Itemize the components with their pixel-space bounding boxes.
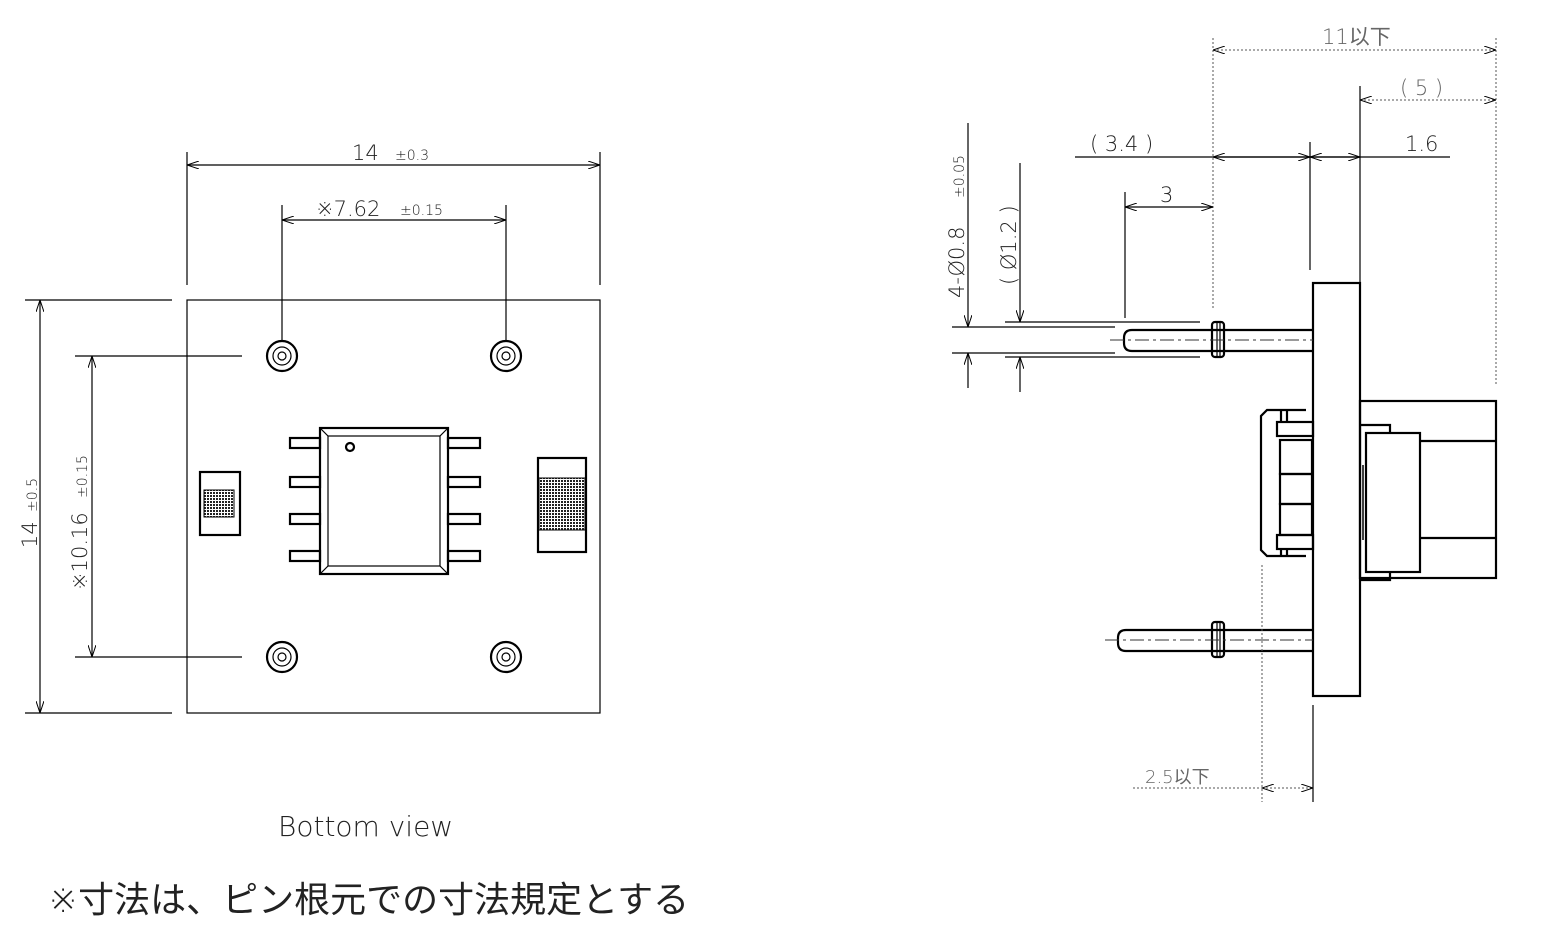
dim-pin-ref-and-flange: ( 3.4 ) 1.6	[1075, 132, 1450, 270]
dim-height-value: 14	[18, 521, 42, 548]
bottom-view: 14 ±0.3 ※7.62 ±0.15 14 ±0.5 ※10.16 ±0.15	[18, 141, 601, 843]
dim-pitch-x-value: ※7.62	[316, 197, 380, 221]
chip-component-left	[198, 470, 242, 537]
pin1-marker	[344, 441, 356, 453]
board-outline	[186, 299, 601, 714]
dim-overall-max: 11以下	[1212, 25, 1497, 385]
dim-flange-value: 1.6	[1405, 132, 1438, 156]
side-view: 11以下 ( 5 ) ( 3.4 ) 1.6 3 4-Ø0.8 ±0.0	[945, 25, 1498, 802]
dim-pitch-x: ※7.62 ±0.15	[281, 197, 507, 340]
pin-top	[1110, 320, 1313, 359]
pin-hole	[265, 640, 299, 674]
dim-shoulder-diameter: ( Ø1.2 )	[997, 163, 1200, 392]
dim-pitch-y-tol: ±0.15	[75, 455, 91, 498]
dimension-note: ※寸法は、ピン根元での寸法規定とする	[48, 880, 689, 921]
dim-pin-diameter-value: 4-Ø0.8	[945, 227, 969, 298]
dim-height-tol: ±0.5	[25, 478, 41, 512]
dim-pitch-y-value: ※10.16	[68, 512, 92, 590]
dim-pitch-x-tol: ±0.15	[400, 203, 443, 219]
dim-pin-diameter-tol: ±0.05	[952, 155, 968, 198]
dim-pitch-y: ※10.16 ±0.15	[68, 355, 242, 658]
dim-pin-length: 3	[1124, 183, 1213, 318]
dim-pin-diameter: 4-Ø0.8 ±0.05	[945, 123, 1115, 388]
pin-hole	[265, 339, 299, 373]
dim-standoff-max-value: 2.5以下	[1145, 767, 1210, 788]
pin-holes	[265, 339, 523, 674]
pin-hole	[489, 640, 523, 674]
dim-shoulder-diameter-value: ( Ø1.2 )	[997, 205, 1021, 285]
component-left-side	[1259, 408, 1315, 558]
pin-hole	[489, 339, 523, 373]
connector-body	[1358, 399, 1498, 582]
dim-pin-ref-value: ( 3.4 )	[1090, 132, 1153, 156]
dim-width-value: 14	[352, 141, 379, 165]
dim-pin-length-value: 3	[1160, 183, 1173, 207]
view-caption: Bottom view	[278, 810, 453, 843]
dim-body-ref-value: ( 5 )	[1400, 76, 1443, 100]
pin-bottom	[1105, 620, 1313, 659]
dim-width: 14 ±0.3	[186, 141, 601, 285]
dim-overall-max-value: 11以下	[1322, 25, 1391, 49]
ic-leads	[288, 436, 482, 563]
dim-standoff-max: 2.5以下	[1133, 565, 1314, 802]
chip-component-right	[536, 456, 588, 554]
ic-package	[288, 426, 482, 576]
dim-width-tol: ±0.3	[395, 148, 429, 164]
dim-body-ref: ( 5 )	[1359, 76, 1496, 283]
flange	[1311, 281, 1362, 698]
dim-height: 14 ±0.5	[18, 299, 172, 714]
